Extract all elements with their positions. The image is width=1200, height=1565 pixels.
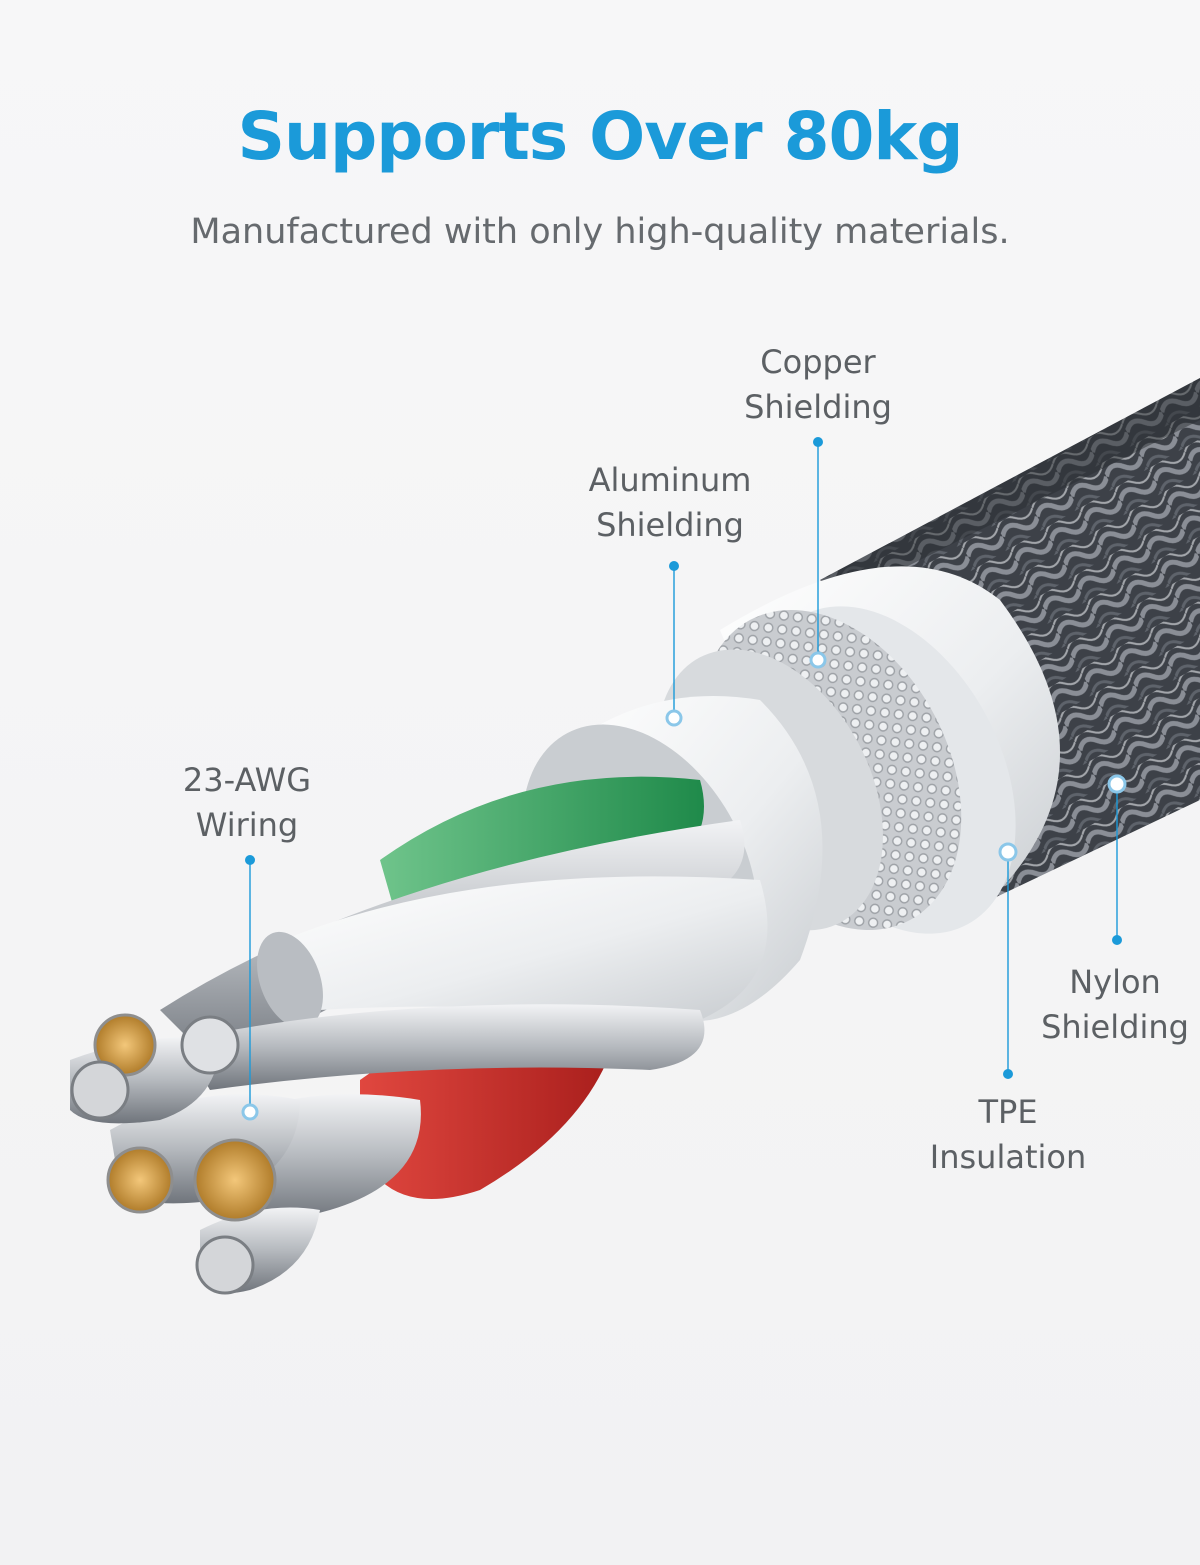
wire-strand-ends [70, 1013, 277, 1295]
callout-aluminum-shielding: Aluminum Shielding [588, 461, 752, 544]
callout-leaders [241, 437, 1127, 1121]
white-insulated-wire [260, 876, 768, 1020]
callout-copper-shielding: Copper Shielding [744, 343, 892, 426]
callout-awg-wiring: 23-AWG Wiring [182, 761, 312, 844]
subheadline: Manufactured with only high-quality mate… [190, 212, 1010, 252]
headline: Supports Over 80kg [237, 98, 963, 175]
callout-nylon-shielding: Nylon Shielding [1041, 963, 1189, 1046]
callout-tpe-insulation: TPE Insulation [929, 1093, 1087, 1176]
